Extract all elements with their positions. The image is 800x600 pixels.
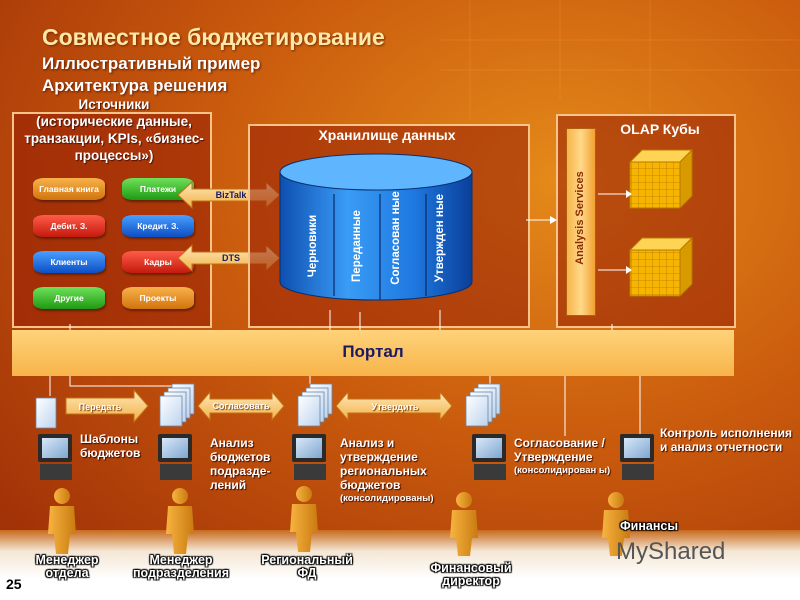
step-templates: Шаблоны бюджетов (80, 432, 141, 460)
source-projects: Проекты (122, 287, 194, 309)
pass-arrow (65, 388, 149, 424)
agree-arrow (197, 390, 285, 422)
olap-cube-1 (628, 148, 694, 210)
source-payables: Кредит. З. (122, 215, 194, 237)
document-single (35, 397, 57, 429)
step-agreement-text: Согласование / Утверждение (514, 436, 605, 464)
role-dept-manager: Менеджер отдела (35, 553, 99, 580)
analysis-services-bar (566, 128, 596, 316)
source-clients: Клиенты (33, 251, 105, 273)
approve-arrow (335, 390, 453, 422)
step-agreement: Согласование / Утверждение (консолидиров… (514, 436, 614, 478)
computer-icon-4 (472, 434, 506, 480)
source-other: Другие (33, 287, 105, 309)
step-agreement-note: (консолидирован ы) (514, 465, 611, 476)
person-icon-5 (602, 492, 630, 556)
sources-title-line: процессы») (74, 148, 154, 163)
role-financial-director: Финансовый директор (430, 561, 512, 588)
document-stack-2 (297, 383, 333, 427)
sources-title-line: (исторические данные, (36, 114, 192, 129)
step-regional-approval: Анализ и утверждение региональных бюджет… (340, 436, 456, 506)
slide-title: Совместное бюджетирование (42, 24, 385, 50)
role-division-manager: Менеджер подразделения (132, 553, 230, 580)
portal-bar (12, 330, 734, 376)
warehouse-to-olap-arrow (526, 216, 557, 224)
portal-label: Портал (342, 342, 404, 361)
computer-icon-3 (292, 434, 326, 480)
olap-title: OLAP Кубы (620, 121, 700, 137)
document-stack-1 (159, 383, 195, 427)
sources-title: Источники (исторические данные, транзакц… (8, 96, 220, 164)
pass-label: Передать (78, 402, 122, 412)
warehouse-title: Хранилище данных (318, 127, 456, 143)
person-icon-2 (166, 488, 194, 554)
bottom-fade (0, 530, 800, 600)
sources-title-line: транзакции, KPIs, «бизнес- (24, 131, 204, 146)
biztalk-label: BizTalk (215, 190, 247, 200)
person-icon-4 (450, 492, 478, 556)
sources-title-line: Источники (78, 97, 150, 112)
slide-subtitle-1: Иллюстративный пример (42, 54, 261, 73)
person-icon-1 (48, 488, 76, 554)
step-division-analysis: Анализ бюджетов подразде-лений (210, 436, 271, 492)
watermark-logo: MyShared (616, 538, 726, 565)
step-regional-approval-text: Анализ и утверждение региональных бюджет… (340, 436, 427, 492)
computer-icon-2 (158, 434, 192, 480)
computer-icon-5 (620, 434, 654, 480)
olap-cubes (598, 148, 694, 298)
approve-label: Утвердить (371, 402, 419, 412)
person-icon-3 (290, 486, 318, 552)
computer-icon-1 (38, 434, 72, 480)
source-receivables: Дебит. З. (33, 215, 105, 237)
olap-cube-2 (628, 236, 694, 298)
page-number: 25 (6, 576, 22, 592)
role-regional-fd: Региональный ФД (261, 553, 353, 580)
source-general-ledger: Главная книга (33, 178, 105, 200)
agree-label: Согласовать (212, 401, 270, 411)
source-payments: Платежи (122, 178, 194, 200)
source-hr: Кадры (122, 251, 194, 273)
slide-subtitle-2: Архитектура решения (42, 76, 228, 95)
step-control: Контроль исполнения и анализ отчетности (660, 426, 792, 454)
connector-arrows (178, 180, 280, 273)
step-regional-approval-note: (консолидированы) (340, 493, 434, 504)
document-stack-3 (465, 383, 501, 427)
role-finance: Финансы (620, 519, 679, 533)
dts-label: DTS (222, 253, 240, 263)
warehouse-cylinder (279, 153, 473, 301)
